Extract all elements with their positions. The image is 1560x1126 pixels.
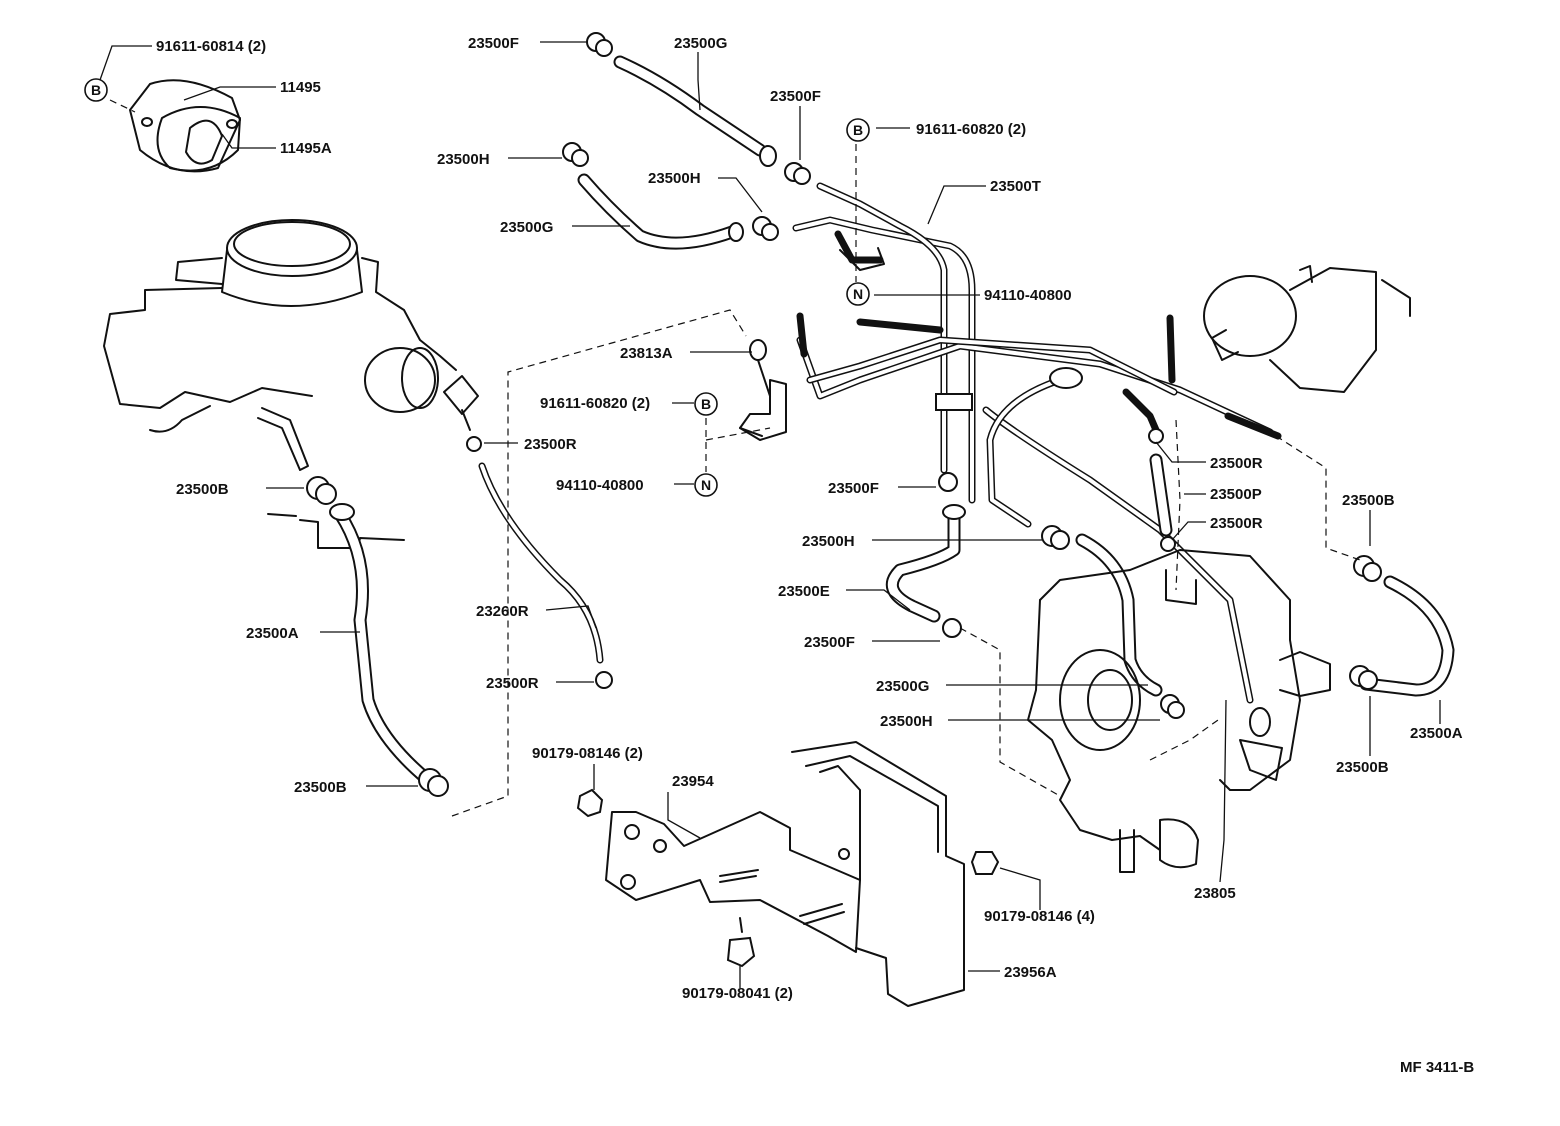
svg-text:B: B [91,82,101,98]
svg-text:B: B [701,396,711,412]
label-23500r-right1: 23500R [1210,455,1263,472]
hose-23500a-right [1359,575,1455,697]
svg-text:N: N [853,286,863,302]
hose-23500a-left [329,503,435,787]
label-23500r-right2: 23500R [1210,515,1263,532]
label-23500f-mid: 23500F [770,88,821,105]
label-23500b-bottom: 23500B [294,779,347,796]
label-23954: 23954 [672,773,714,790]
nuts-drawing [576,788,1000,968]
label-23500p: 23500P [1210,486,1262,503]
label-23500h-left: 23500H [437,151,490,168]
label-23500g-left: 23500G [500,219,553,236]
label-23500a-left: 23500A [246,625,299,642]
label-23500f-lower: 23500F [804,634,855,651]
flange-gasket-drawing [109,79,241,173]
label-23500f-center: 23500F [828,480,879,497]
marker-n-top: N [846,282,870,306]
cover-23956a-drawing [791,741,965,1007]
hose-23500g-left [577,173,744,250]
actuator-upper-right-drawing [1203,265,1411,393]
label-94110-40800-top: 94110-40800 [984,287,1072,304]
label-23500f-top: 23500F [468,35,519,52]
label-90179-08146-2: 90179-08146 (2) [532,745,643,762]
diagram-code: MF 3411-B [1400,1059,1474,1076]
label-91611-60820-top: 91611-60820 (2) [916,121,1026,138]
hose-23500e [885,504,966,623]
svg-text:B: B [853,122,863,138]
label-23500h-center: 23500H [802,533,855,550]
label-90179-08146-4: 90179-08146 (4) [984,908,1095,925]
label-90179-08041: 90179-08041 (2) [682,985,793,1002]
leader-lines [99,41,1441,988]
label-23500a-right: 23500A [1410,725,1463,742]
throttle-body-drawing [103,219,479,549]
label-94110-40800-mid: 94110-40800 [556,477,644,494]
svg-text:N: N [701,477,711,493]
label-11495: 11495 [280,79,321,96]
label-11495a: 11495A [280,140,332,157]
pump-housing-drawing [1027,549,1331,873]
mounting-bracket-drawing [605,811,861,953]
hose-23500g-center [1075,533,1163,697]
dashed-assembly-lines [451,144,1361,817]
marker-b-top: B [846,118,870,142]
part-labels: 91611-60814 (2) 11495 11495A 23500F 2350… [156,35,1474,1076]
bracket-23813a-drawing [739,230,885,441]
label-23500b-left: 23500B [176,481,229,498]
label-23500g-top: 23500G [674,35,727,52]
label-23500r-lower: 23500R [486,675,539,692]
hose-23260r [478,462,604,664]
label-23500h-mid: 23500H [648,170,701,187]
hose-23500p [1149,453,1173,537]
label-23500t: 23500T [990,178,1041,195]
label-23500h-lower: 23500H [880,713,933,730]
label-23500e: 23500E [778,583,830,600]
hose-23500g-top [613,55,777,167]
label-23260r: 23260R [476,603,529,620]
marker-n-mid: N [694,473,718,497]
label-91611-60820-mid: 91611-60820 (2) [540,395,650,412]
marker-b-mid: B [694,392,718,416]
label-23813a: 23813A [620,345,673,362]
label-23956a: 23956A [1004,964,1057,981]
label-23500g-lower: 23500G [876,678,929,695]
label-23500r-1: 23500R [524,436,577,453]
pipe-network [792,182,1282,737]
label-23805: 23805 [1194,885,1236,902]
label-91611-60814: 91611-60814 (2) [156,38,266,55]
label-23500b-right2: 23500B [1336,759,1389,776]
label-23500b-right: 23500B [1342,492,1395,509]
clamps [306,32,1382,797]
marker-b-top-left: B [84,78,108,102]
